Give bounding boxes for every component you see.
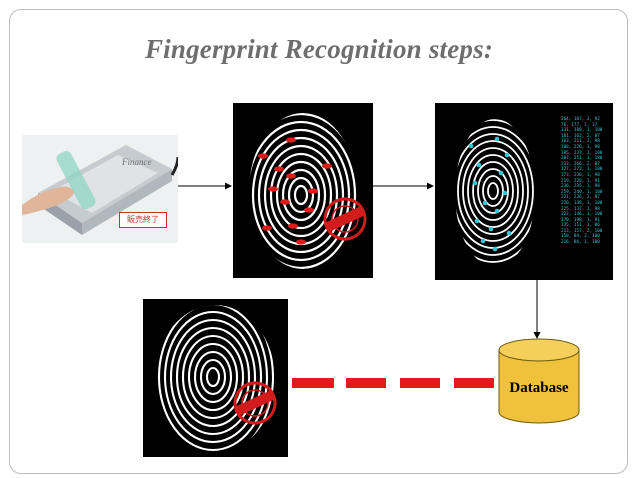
minutiae-row: 135, 111, 1, 86 xyxy=(561,223,600,229)
minutiae-row: 259, 240, 1, 100 xyxy=(561,189,603,195)
minutiae-row: 158, 84, 2, 100 xyxy=(561,234,600,240)
minutiae-row: 213, 157, 2, 100 xyxy=(561,228,603,234)
minutiae-row: 222, 146, 1, 100 xyxy=(561,212,603,218)
database-label: Database xyxy=(509,380,569,396)
minutiae-row: 207, 251, 1, 180 xyxy=(561,156,603,162)
minutiae-marked-fingerprint xyxy=(233,103,373,278)
minutiae-row: 76, 177, 1, 37 xyxy=(561,122,598,128)
minutiae-row: 185, 233, 1, 100 xyxy=(561,150,603,156)
minutiae-row: 131, 188, 1, 180 xyxy=(561,128,603,134)
minutiae-row: 264, 107, 2, 92 xyxy=(561,117,600,122)
minutiae-row: 127, 273, 1, 100 xyxy=(561,167,603,173)
discontinued-badge: 販売終了 xyxy=(119,212,167,228)
minutiae-row: 220, 148, 1, 100 xyxy=(561,200,603,206)
minutiae-row: 188, 226, 1, 98 xyxy=(561,144,600,150)
minutiae-row: 225, 137, 1, 98 xyxy=(561,206,600,212)
minutiae-row: 221, 236, 2, 87 xyxy=(561,195,600,201)
fingerprint-scanner-image: Finance 販売終了 xyxy=(22,135,178,243)
database-icon xyxy=(498,338,580,424)
minutiae-row: 219, 228, 1, 91 xyxy=(561,178,600,184)
minutiae-row: 216, 86, 1, 100 xyxy=(561,240,600,246)
minutiae-row: 173, 230, 1, 98 xyxy=(561,172,600,178)
minutiae-row: 163, 211, 2, 98 xyxy=(561,139,600,145)
stored-fingerprint-template xyxy=(143,299,288,457)
minutiae-row: 236, 235, 1, 98 xyxy=(561,184,600,190)
minutiae-row: 170, 198, 1, 91 xyxy=(561,217,600,223)
svg-text:Finance: Finance xyxy=(121,157,152,167)
minutiae-row: 233, 266, 2, 87 xyxy=(561,161,600,167)
minutiae-row: 181, 162, 2, 87 xyxy=(561,133,600,139)
slide-title: Fingerprint Recognition steps: xyxy=(144,34,494,64)
comparison-dashes xyxy=(292,378,494,388)
